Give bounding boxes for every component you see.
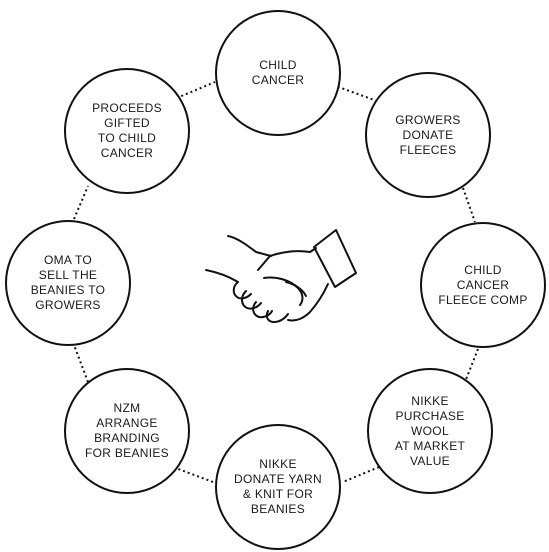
node-label: NIKKE DONATE YARN & KNIT FOR BEANIES <box>234 457 322 516</box>
connector-4-5 <box>342 466 380 483</box>
node-oma-sell: OMA TO SELL THE BEANIES TO GROWERS <box>5 220 131 346</box>
node-nzm-branding: NZM ARRANGE BRANDING FOR BEANIES <box>64 368 190 494</box>
node-nikke-donate: NIKKE DONATE YARN & KNIT FOR BEANIES <box>215 424 341 550</box>
node-nikke-purchase: NIKKE PURCHASE WOOL AT MARKET VALUE <box>367 368 493 494</box>
handshake-icon <box>205 229 357 323</box>
node-label: GROWERS DONATE FLEECES <box>395 112 461 157</box>
node-label: OMA TO SELL THE BEANIES TO GROWERS <box>30 253 106 312</box>
node-label: PROCEEDS GIFTED TO CHILD CANCER <box>92 101 162 160</box>
connector-1-2 <box>332 84 378 102</box>
connector-7-8 <box>73 185 89 220</box>
connector-3-4 <box>464 348 479 383</box>
node-growers-donate: GROWERS DONATE FLEECES <box>365 72 491 198</box>
connector-2-3 <box>462 187 476 223</box>
node-label: CHILD CANCER FLEECE COMP <box>438 262 528 307</box>
node-label: NIKKE PURCHASE WOOL AT MARKET VALUE <box>394 393 466 468</box>
node-proceeds: PROCEEDS GIFTED TO CHILD CANCER <box>64 68 190 194</box>
connector-6-7 <box>73 344 89 383</box>
node-fleece-comp: CHILD CANCER FLEECE COMP <box>420 222 546 348</box>
node-child-cancer: CHILD CANCER <box>215 10 341 136</box>
node-label: NZM ARRANGE BRANDING FOR BEANIES <box>85 401 169 460</box>
node-label: CHILD CANCER <box>251 58 305 87</box>
connector-5-6 <box>172 466 214 483</box>
